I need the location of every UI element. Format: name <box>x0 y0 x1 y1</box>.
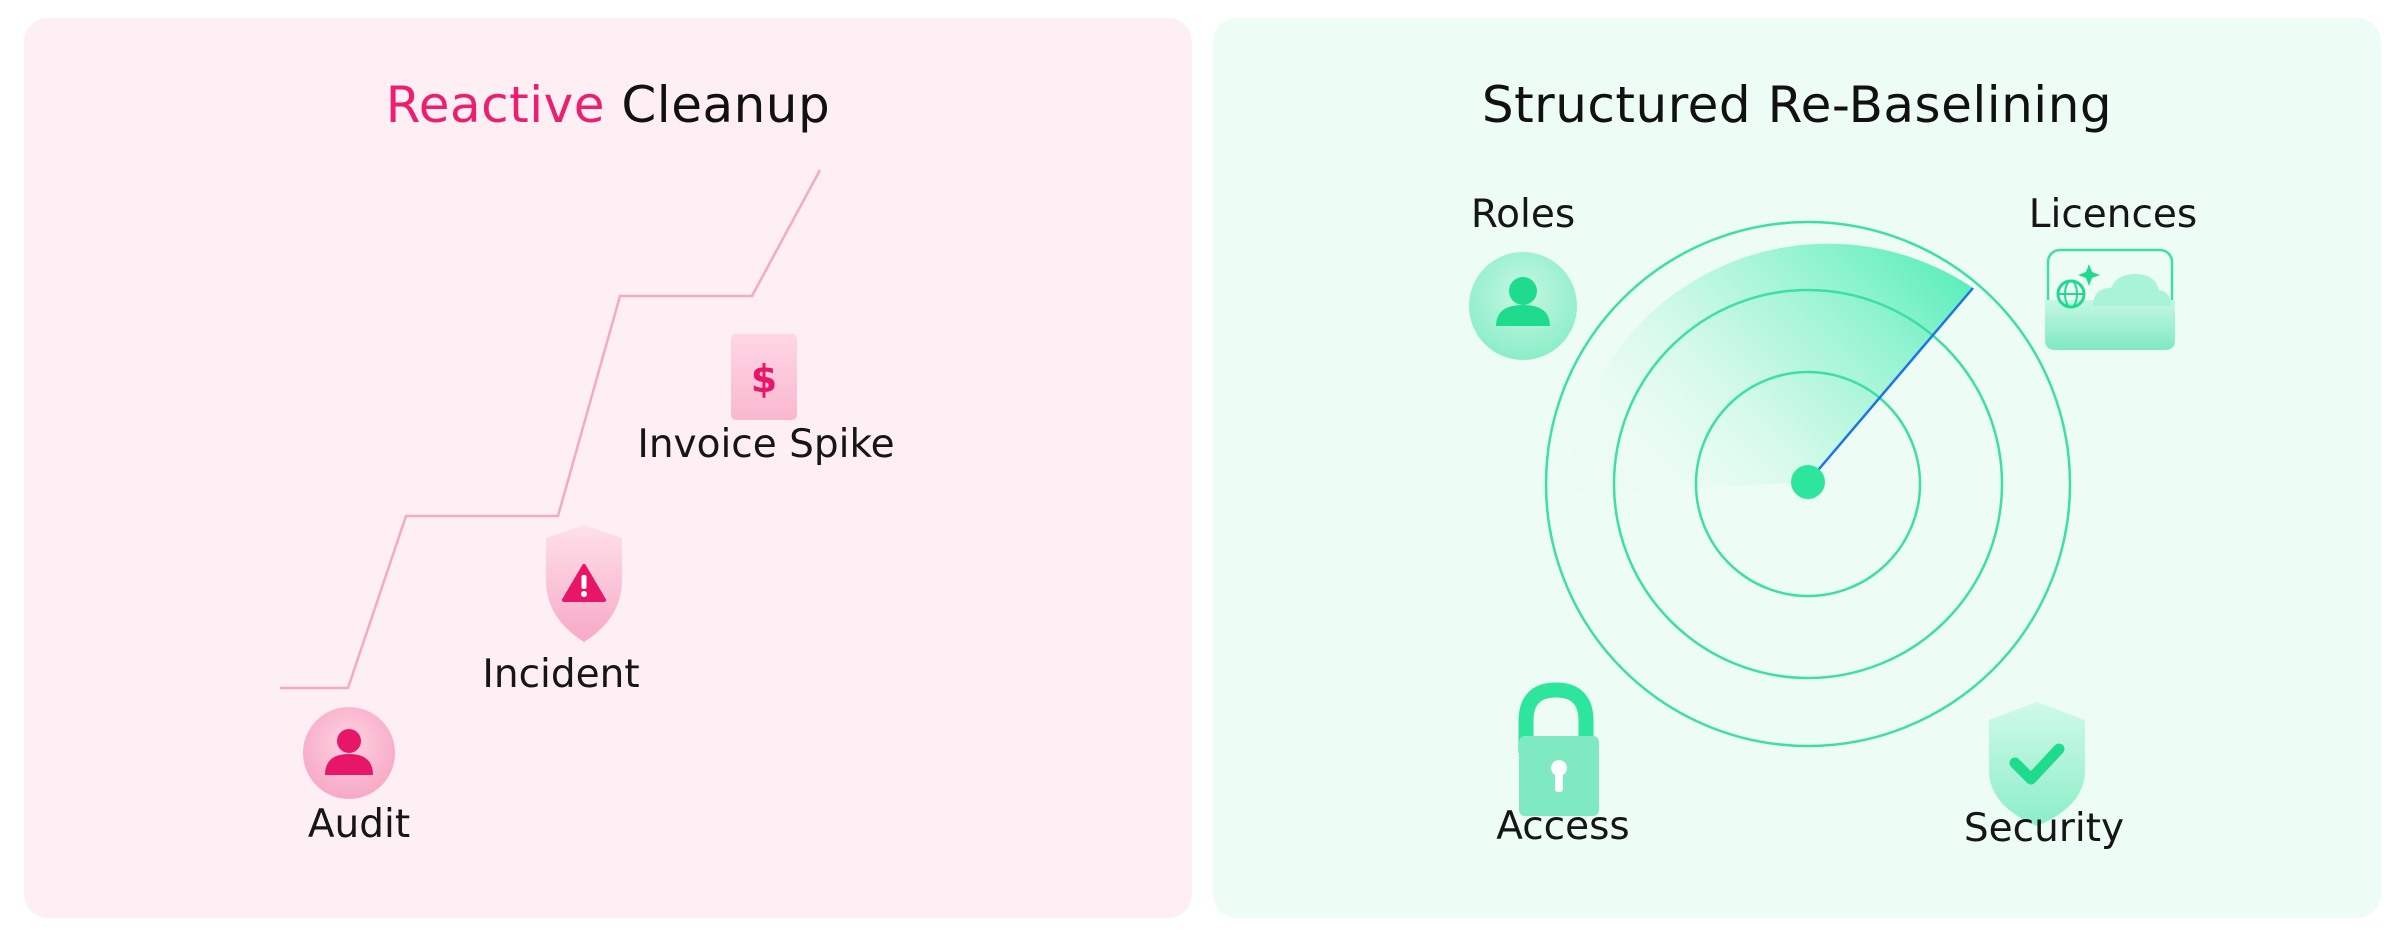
user-icon <box>1469 252 1577 360</box>
radar-sweep <box>1568 243 1973 494</box>
reactive-cleanup-title: Reactive Cleanup <box>24 76 1192 134</box>
invoice-spike-label: Invoice Spike <box>637 422 895 467</box>
warning-shield-icon <box>546 525 622 642</box>
lock-icon <box>1518 682 1599 816</box>
licences-label: Licences <box>2028 192 2198 237</box>
title-accent: Reactive <box>385 76 605 134</box>
access-label: Access <box>1496 804 1630 849</box>
radar-ring-inner <box>1694 370 1922 598</box>
radar-ring-outer <box>1544 220 2072 748</box>
user-icon <box>303 707 395 799</box>
dollar-document-icon: $ <box>731 334 797 420</box>
title-rest: Cleanup <box>605 76 831 134</box>
roles-label: Roles <box>1470 192 1576 237</box>
audit-label: Audit <box>307 802 411 847</box>
incident-label: Incident <box>482 652 640 697</box>
escalation-line <box>280 169 822 690</box>
svg-text:$: $ <box>751 357 777 401</box>
security-label: Security <box>1963 806 2125 851</box>
radar-ring-middle <box>1612 288 2004 680</box>
cloud-box-icon <box>2045 248 2175 350</box>
structured-rebaselining-panel: Structured Re-Baselining <box>1213 18 2381 918</box>
radar-arm <box>1807 287 1974 483</box>
structured-rebaselining-title: Structured Re-Baselining <box>1481 76 2113 134</box>
check-shield-icon <box>1989 702 2085 826</box>
escalation-staircase: $ <box>280 169 822 799</box>
radar-scan <box>1469 220 2175 826</box>
reactive-cleanup-panel: Reactive Cleanup <box>24 18 1192 918</box>
radar-center-dot <box>1791 465 1825 499</box>
